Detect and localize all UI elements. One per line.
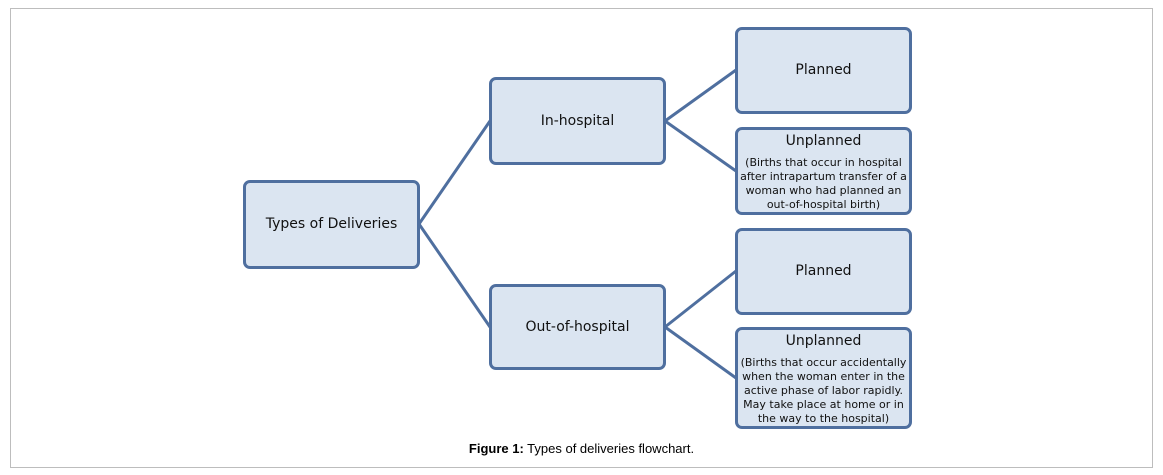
connector-root-to-out-of-hospital <box>417 222 492 329</box>
node-detail: (Births that occur in hospital after int… <box>740 155 907 211</box>
node-label: In-hospital <box>540 112 615 129</box>
caption-prefix: Figure 1: <box>468 441 524 456</box>
node-out-of-hospital: Out-of-hospital <box>489 284 666 370</box>
connector-in-hospital-to-planned <box>663 68 738 123</box>
caption-text: Types of deliveries flowchart. <box>523 441 695 456</box>
node-types-of-deliveries: Types of Deliveries <box>243 180 420 269</box>
node-label: Planned <box>795 263 852 280</box>
node-out-of-hospital-unplanned: Unplanned (Births that occur accidentall… <box>735 327 912 429</box>
connector-root-to-in-hospital <box>417 119 492 226</box>
connector-in-hospital-to-unplanned <box>663 119 738 173</box>
node-in-hospital: In-hospital <box>489 77 666 165</box>
connector-out-of-hospital-to-planned <box>663 269 738 329</box>
connector-out-of-hospital-to-unplanned <box>663 325 738 380</box>
node-detail: (Births that occur accidentally when the… <box>740 355 907 425</box>
node-in-hospital-unplanned: Unplanned (Births that occur in hospital… <box>735 127 912 215</box>
node-label: Types of Deliveries <box>265 216 398 233</box>
node-label: Unplanned <box>785 133 862 149</box>
node-label: Planned <box>795 62 852 79</box>
node-in-hospital-planned: Planned <box>735 27 912 114</box>
node-out-of-hospital-planned: Planned <box>735 228 912 315</box>
node-label: Unplanned <box>785 333 862 349</box>
figure-caption: Figure 1: Types of deliveries flowchart. <box>0 441 1163 456</box>
node-label: Out-of-hospital <box>525 318 630 335</box>
